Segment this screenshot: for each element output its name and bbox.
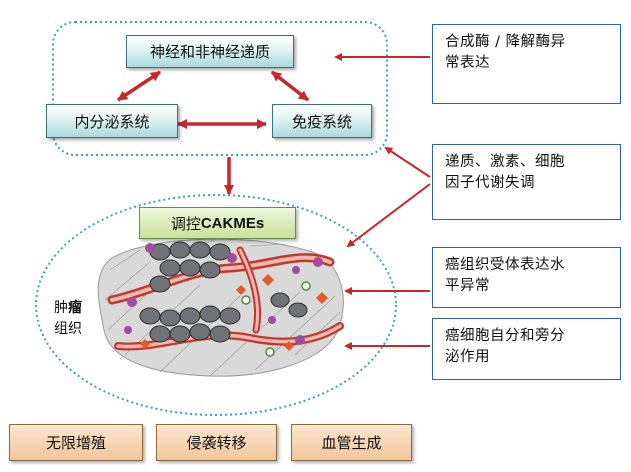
tumor-tissue-illustration [97, 238, 344, 377]
side-box-3-line-1: 癌组织受体表达水 [445, 257, 565, 273]
tumor-label-char-1: 肿 [54, 300, 68, 316]
side-box-1-line-2: 常表达 [445, 55, 490, 71]
outcome-invasion-metastasis: 侵袭转移 [156, 424, 277, 461]
immune-system-node: 免疫系统 [272, 104, 372, 138]
system-enclosure [52, 21, 388, 156]
tumor-label-char-2: 瘤 [68, 300, 82, 316]
regulate-prefix: 调控 [170, 214, 201, 233]
side-box-3-line-2: 平异常 [445, 278, 490, 294]
tumor-label-line-2: 组织 [54, 321, 82, 337]
arrow-neuro-endocrine [117, 70, 161, 102]
side-box-4-line-1: 癌细胞自分和旁分 [445, 328, 565, 344]
side-box-receptor-expression: 癌组织受体表达水 平异常 [432, 247, 621, 308]
side-box-2-line-2: 因子代谢失调 [445, 175, 535, 191]
arrow-side-2b [346, 183, 431, 248]
neuro-transmitter-node: 神经和非神经递质 [126, 35, 294, 68]
outcome-unlimited-proliferation: 无限增殖 [9, 424, 143, 461]
side-box-1-line-1: 合成酶 / 降解酶异 [445, 34, 566, 50]
regulate-suffix: CAKMEs [200, 214, 265, 232]
tumor-enclosure [35, 194, 397, 416]
tumor-tissue-label: 肿瘤 组织 [54, 298, 94, 340]
side-box-2-line-1: 递质、激素、细胞 [445, 154, 565, 170]
side-box-enzyme-expression: 合成酶 / 降解酶异 常表达 [432, 24, 621, 104]
arrow-side-2a [384, 146, 431, 178]
side-box-autocrine-paracrine: 癌细胞自分和旁分 泌作用 [432, 318, 621, 380]
side-box-metabolic-disorder: 递质、激素、细胞 因子代谢失调 [432, 144, 621, 220]
side-box-4-line-2: 泌作用 [445, 349, 490, 365]
outcome-angiogenesis: 血管生成 [291, 424, 412, 461]
arrow-neuro-immune [270, 70, 310, 102]
endocrine-system-node: 内分泌系统 [46, 104, 178, 138]
